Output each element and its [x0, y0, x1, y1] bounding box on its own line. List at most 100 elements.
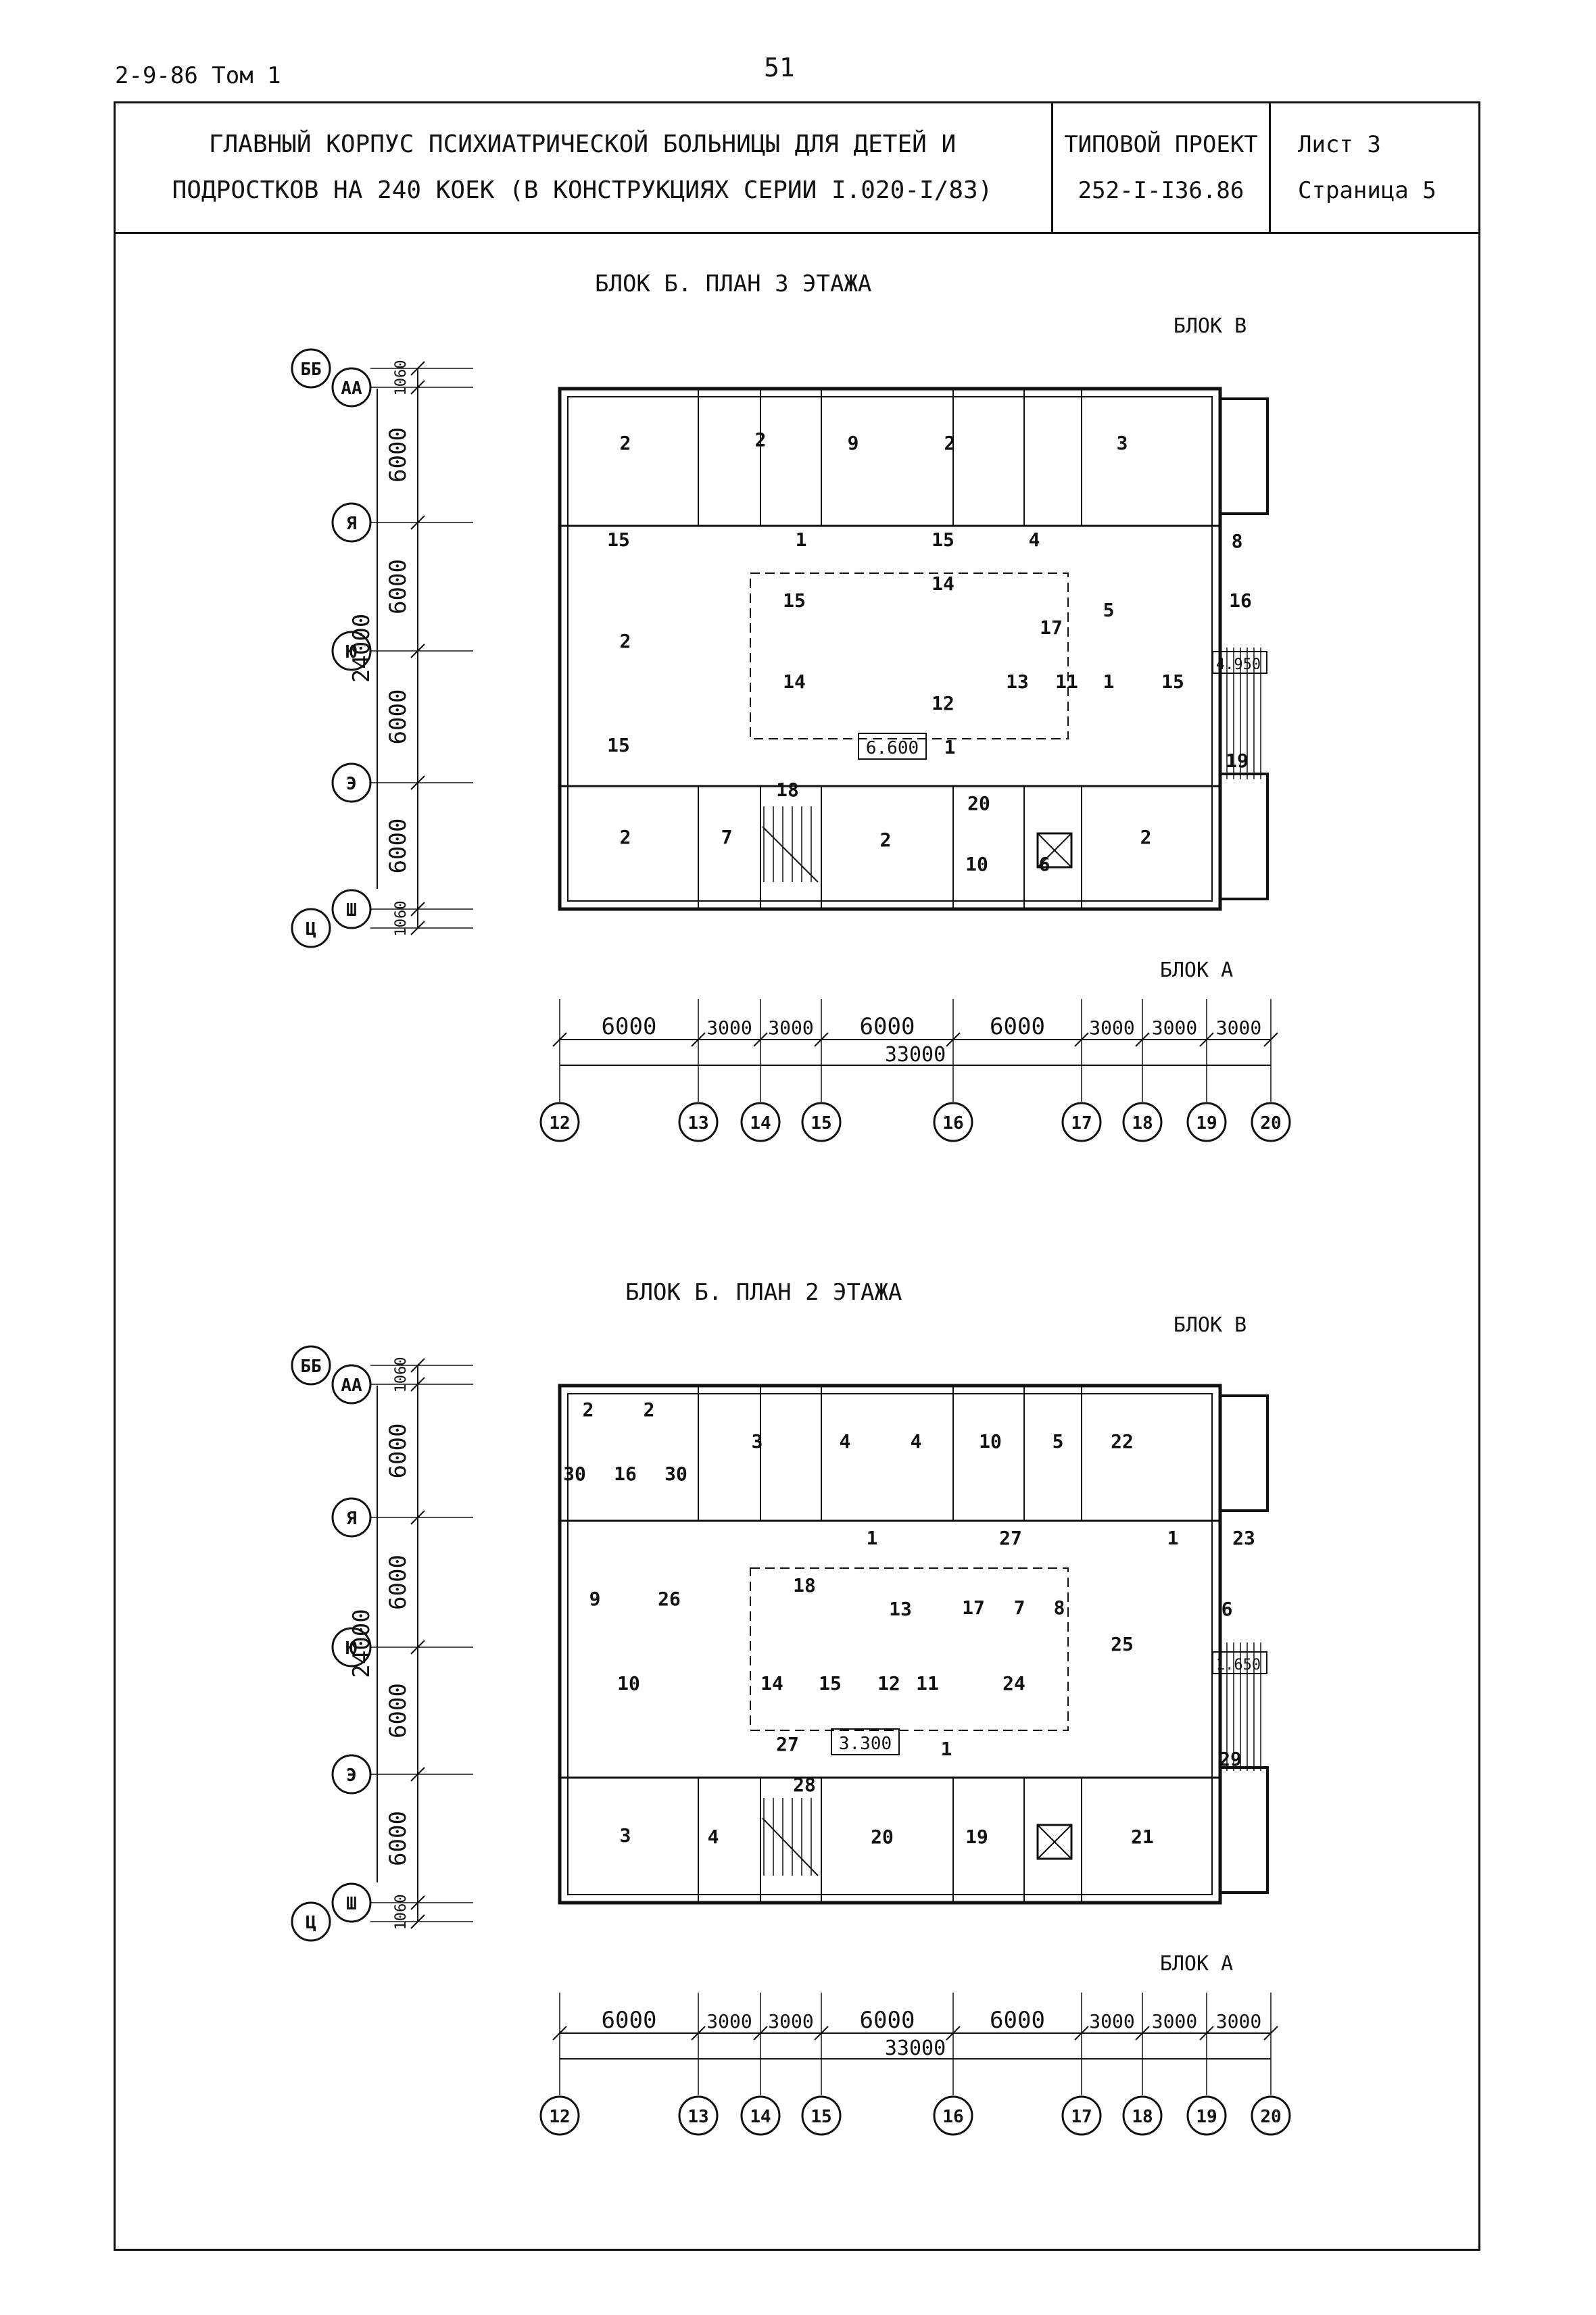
column-axis-circle	[678, 1102, 719, 1142]
row-dimension: 1060	[393, 360, 410, 396]
room-number: 3	[620, 1824, 631, 1847]
room-number: 15	[607, 529, 630, 551]
row-axis-label: Ш	[346, 1894, 357, 1914]
column-axis-label: 12	[549, 2107, 570, 2127]
column-axis-label: 13	[687, 1113, 708, 1134]
dim-tick	[410, 1640, 425, 1655]
room-number: 24	[1002, 1672, 1025, 1695]
room-number: 2	[880, 829, 892, 851]
room-number: 2	[583, 1398, 594, 1421]
column-axis-label: 15	[811, 2107, 831, 2127]
column-dimension: 6000	[602, 2007, 657, 2034]
row-dimension: 6000	[385, 1555, 412, 1610]
dim-tick	[552, 2026, 567, 2041]
room-number: 17	[1040, 616, 1063, 639]
room-number: 27	[776, 1733, 799, 1755]
dim-tick	[814, 2026, 829, 2041]
row-axis-circle	[331, 889, 372, 929]
row-axis-label: Ш	[346, 900, 357, 921]
room-number: 1	[1167, 1527, 1179, 1549]
title-cell: ГЛАВНЫЙ КОРПУС ПСИХИАТРИЧЕСКОЙ БОЛЬНИЦЫ …	[114, 101, 1053, 234]
column-axis-circle	[1251, 2095, 1291, 2136]
stair-tower-wall	[1219, 1766, 1269, 1894]
room-number: 20	[871, 1826, 894, 1848]
room-number: 5	[1103, 599, 1115, 621]
room-number: 11	[1055, 671, 1078, 693]
column-dimension: 3000	[706, 1017, 752, 1039]
dim-tick	[1135, 2026, 1150, 2041]
dim-tick	[410, 380, 425, 395]
dim-tick	[1263, 2026, 1278, 2041]
column-axis-circle	[539, 2095, 580, 2136]
column-total-dimension: 33000	[885, 2037, 946, 2060]
row-dimension: 1060	[393, 901, 410, 937]
room-number: 14	[783, 671, 806, 693]
row-axis-circle	[331, 1754, 372, 1795]
room-number: 4	[840, 1430, 851, 1453]
room-number: 18	[776, 779, 799, 801]
column-axis-label: 18	[1132, 1113, 1153, 1134]
column-axis-label: 16	[942, 1113, 963, 1134]
stair-mark-box	[1212, 651, 1267, 674]
outer-wall-inner	[567, 396, 1213, 902]
room-number: 21	[1131, 1826, 1154, 1848]
elevator-cross	[1037, 1824, 1072, 1859]
row-dimension: 1060	[393, 1895, 410, 1930]
dim-tick	[946, 1032, 961, 1047]
room-number: 12	[932, 692, 954, 714]
column-dimension: 3000	[1089, 1017, 1134, 1039]
dim-tick	[1074, 1032, 1089, 1047]
room-number: 4	[708, 1826, 719, 1848]
block-bottom-label: БЛОК А	[1160, 1952, 1233, 1976]
column-dimension: 3000	[1216, 1017, 1261, 1039]
column-dimension: 6000	[602, 1013, 657, 1040]
room-number: 7	[721, 826, 733, 848]
room-number: 2	[755, 429, 767, 451]
row-dimension: 6000	[385, 559, 412, 614]
room-number: 1	[796, 529, 807, 551]
room-number: 16	[1229, 589, 1252, 612]
column-axis-circle	[1122, 1102, 1163, 1142]
column-total-dimension: 33000	[885, 1043, 946, 1067]
row-axis-circle	[291, 1345, 331, 1386]
row-axis-label: АА	[341, 1375, 362, 1396]
column-axis-circle	[1186, 1102, 1227, 1142]
column-dimension: 3000	[768, 2010, 813, 2032]
room-number: 12	[877, 1672, 900, 1695]
dim-tick	[1135, 1032, 1150, 1047]
room-number: 6	[1039, 853, 1050, 875]
room-number: 30	[563, 1463, 586, 1485]
room-number: 1	[1103, 671, 1115, 693]
room-number: 7	[1014, 1597, 1025, 1619]
row-axis-circle	[291, 908, 331, 948]
dim-tick	[1199, 2026, 1214, 2041]
room-number: 13	[1006, 671, 1029, 693]
row-axis-circle	[331, 762, 372, 803]
room-number: 4	[911, 1430, 922, 1453]
outer-wall	[558, 1384, 1222, 1905]
page-label: Страница 5	[1298, 177, 1436, 204]
room-number: 16	[614, 1463, 637, 1485]
room-number: 6	[1222, 1598, 1233, 1620]
column-axis-circle	[933, 1102, 973, 1142]
room-number: 2	[1140, 826, 1152, 848]
room-number: 1	[944, 736, 956, 758]
column-axis-circle	[801, 2095, 842, 2136]
level-mark: 6.600	[866, 738, 919, 758]
column-dimension: 6000	[860, 2007, 915, 2034]
title-line-2: ПОДРОСТКОВ НА 240 КОЕК (В КОНСТРУКЦИЯХ С…	[172, 176, 993, 204]
document-reference: 2-9-86 Том 1	[115, 62, 281, 89]
column-axis-circle	[740, 1102, 781, 1142]
outer-wall-inner	[567, 1393, 1213, 1895]
column-axis-circle	[678, 2095, 719, 2136]
room-number: 9	[848, 432, 859, 454]
dim-tick	[410, 643, 425, 658]
room-number: 15	[1161, 671, 1184, 693]
room-number: 9	[589, 1588, 601, 1610]
room-number: 3	[1117, 432, 1128, 454]
row-dimension: 1060	[393, 1357, 410, 1393]
column-axis-label: 19	[1196, 2107, 1217, 2127]
column-dimension: 3000	[1152, 1017, 1197, 1039]
column-axis-label: 15	[811, 1113, 831, 1134]
